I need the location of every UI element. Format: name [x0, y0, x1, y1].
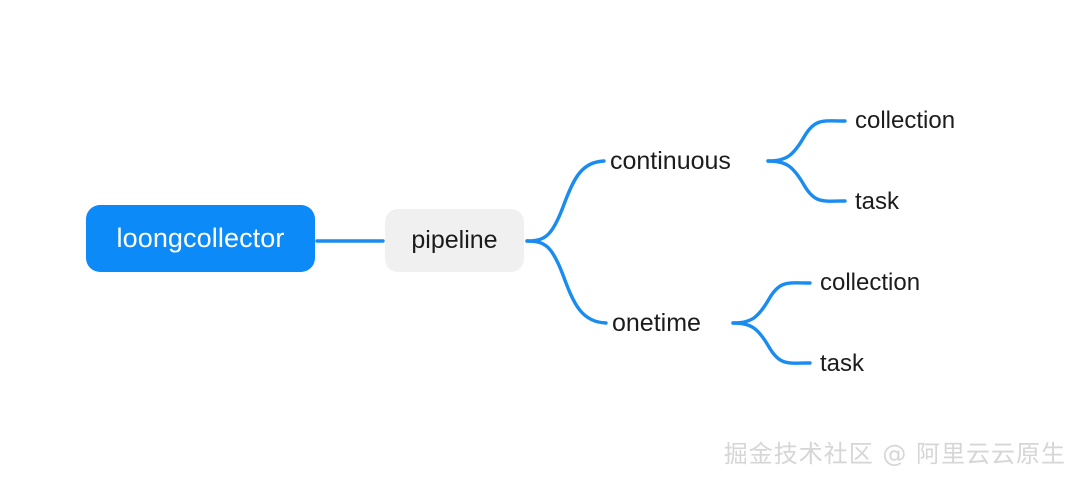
edge-continuous-to-task: [766, 159, 847, 203]
mindmap-node-continuous-collection[interactable]: collection: [855, 107, 956, 134]
mindmap-node-onetime-task[interactable]: task: [820, 350, 865, 377]
edge-onetime-to-task: [731, 321, 812, 365]
edge-pipeline-to-onetime: [525, 239, 608, 325]
watermark-text: 掘金技术社区 @ 阿里云云原生: [723, 440, 1066, 468]
mindmap-node-pipeline[interactable]: pipeline: [385, 209, 524, 272]
edge-continuous-to-collection: [766, 119, 847, 163]
mindmap-node-onetime[interactable]: onetime: [612, 308, 701, 337]
mindmap-node-continuous-task[interactable]: task: [855, 188, 900, 215]
edge-pipeline-to-continuous: [525, 159, 606, 243]
mindmap-node-root[interactable]: loongcollector: [86, 205, 315, 272]
mindmap-node-continuous[interactable]: continuous: [610, 146, 731, 175]
mindmap-node-onetime-collection[interactable]: collection: [820, 269, 921, 296]
edge-onetime-to-collection: [731, 281, 812, 325]
